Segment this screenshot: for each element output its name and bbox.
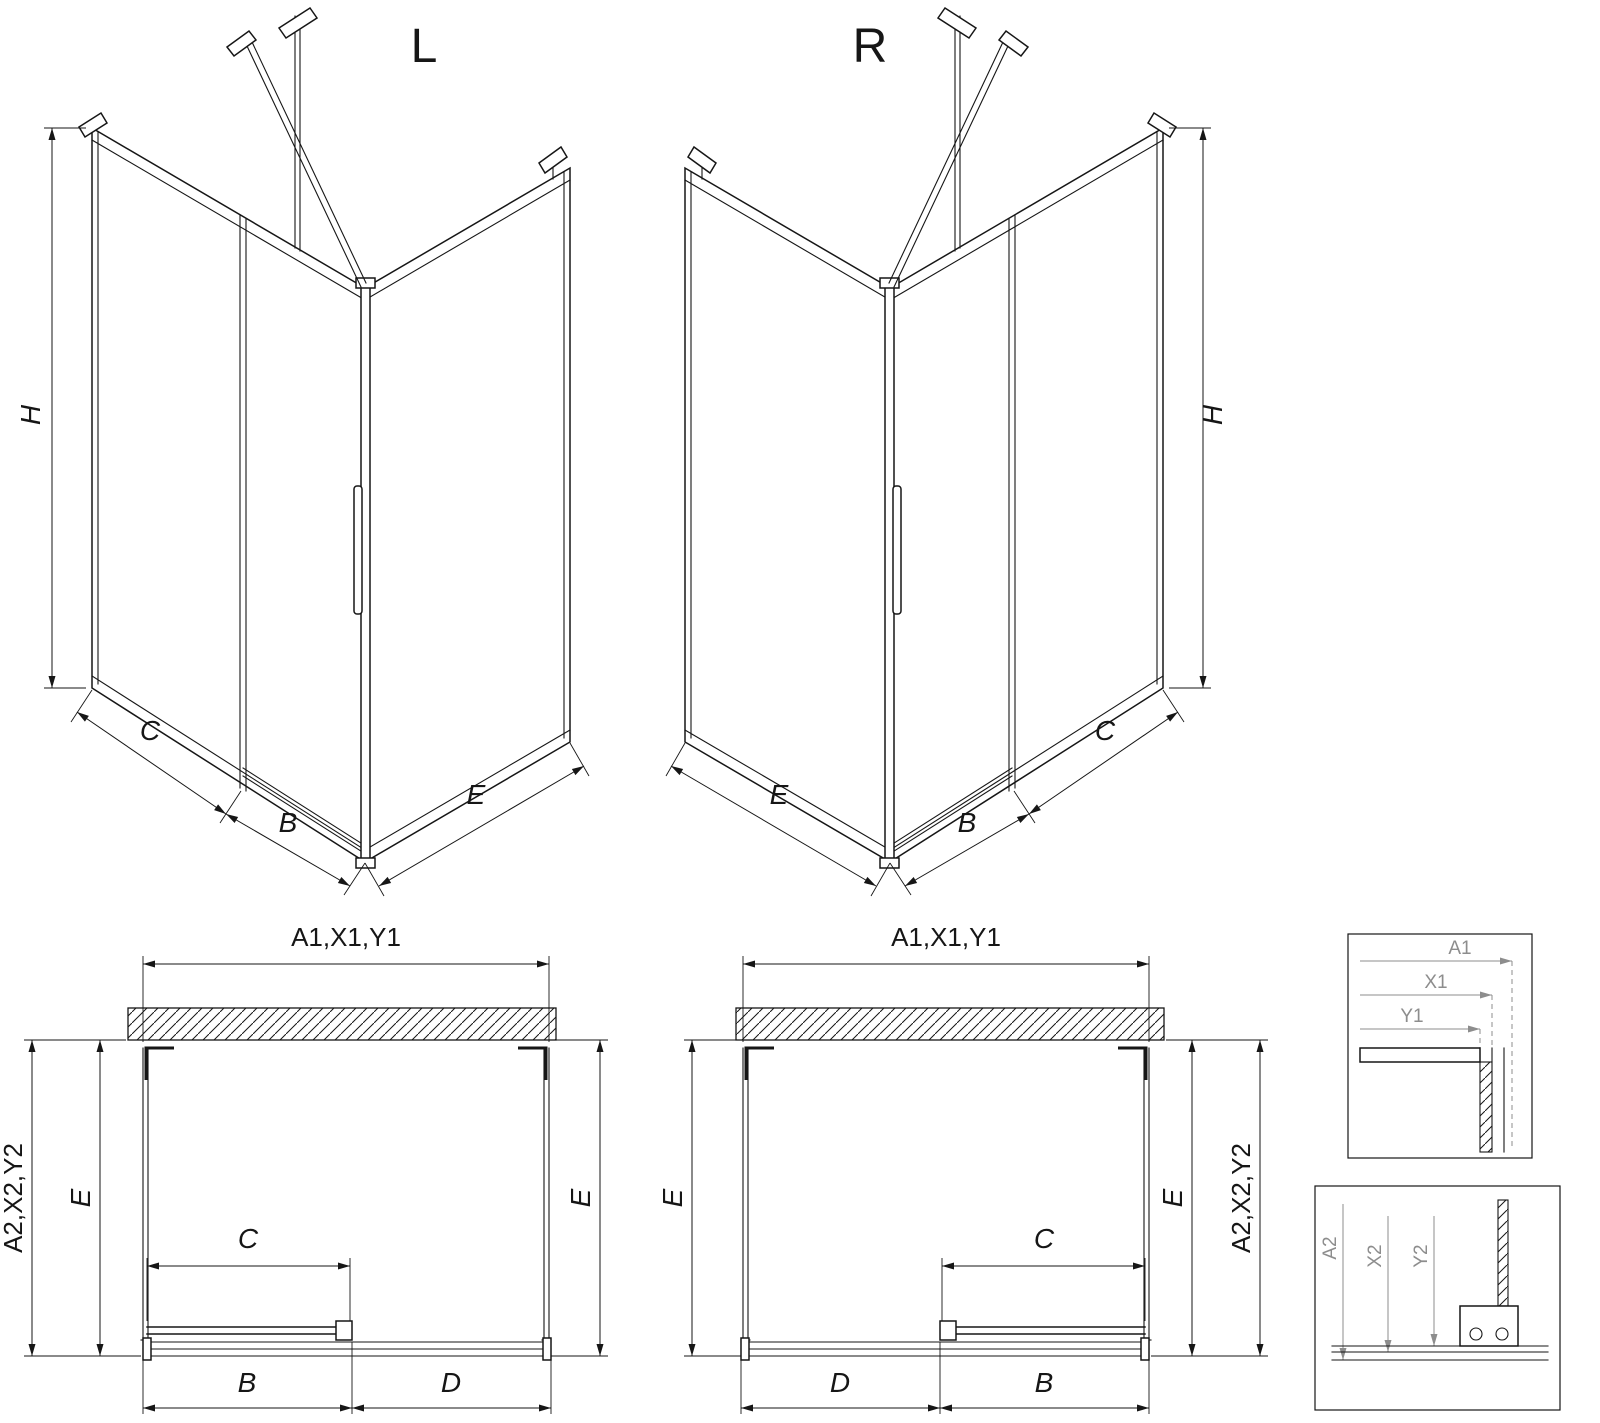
variant-label-left: L	[411, 20, 438, 73]
dim-label-side-left: E	[65, 1188, 96, 1207]
right-front-panel	[889, 126, 1164, 864]
ceiling-bracket	[225, 29, 258, 58]
detail-label-y2: Y2	[1411, 1244, 1432, 1267]
glass-section	[1497, 1199, 1509, 1307]
dim-label-width: A1,X1,Y1	[891, 922, 1001, 952]
left-side-panel	[364, 166, 571, 864]
dim-label-height: H	[1197, 404, 1228, 425]
dim-label-side: E	[467, 779, 486, 810]
door-handle	[353, 485, 363, 615]
door-stopper	[335, 1320, 353, 1341]
plan-view-left: A1,X1,Y1 A2,X2,Y2 E E C B D	[0, 922, 608, 1414]
detail-label-x1: X1	[1424, 972, 1447, 993]
dim-label-door: B	[238, 1367, 257, 1398]
wall-bracket	[1146, 111, 1178, 139]
detail-bottom-profile	[1331, 1199, 1549, 1361]
dim-label-depth: A2,X2,Y2	[0, 1143, 28, 1253]
detail-view-bottom: A2 X2 Y2	[1314, 1185, 1561, 1411]
iso-view-left: H C B E L	[15, 6, 590, 897]
dim-label-fixed: D	[830, 1367, 850, 1398]
plan-left-door	[142, 1320, 552, 1361]
detail-label-a2: A2	[1320, 1236, 1341, 1259]
plan-view-right: A1,X1,Y1 A2,X2,Y2 E E C D B	[657, 922, 1268, 1414]
door-handle	[892, 485, 902, 615]
left-front-panel	[91, 126, 366, 864]
dim-label-depth: A2,X2,Y2	[1226, 1143, 1256, 1253]
wall-bracket	[538, 145, 568, 175]
glass-section	[1479, 1061, 1493, 1153]
wall-profile-bracket	[1118, 1046, 1148, 1080]
detail-label-y1: Y1	[1400, 1006, 1423, 1027]
detail-box	[1347, 933, 1533, 1159]
wall-bracket	[687, 145, 717, 175]
wall-hatch	[127, 1007, 557, 1041]
dim-label-opening: C	[1034, 1223, 1055, 1254]
iso-left-glass-panels	[91, 126, 571, 864]
dim-label-opening: C	[238, 1223, 259, 1254]
dim-label-fixed: C	[140, 715, 161, 746]
dim-label-fixed: C	[1095, 715, 1116, 746]
detail-label-x2: X2	[1365, 1244, 1386, 1267]
iso-right-dimensions: H E B C	[665, 127, 1228, 897]
wall-bracket	[77, 111, 109, 139]
right-side-panel	[684, 166, 891, 864]
dim-label-height: H	[15, 404, 46, 425]
plan-right-door	[740, 1320, 1150, 1361]
roller-carriage	[1459, 1305, 1519, 1347]
ceiling-bracket	[936, 6, 978, 40]
iso-right-support-bars	[687, 6, 1178, 288]
dim-label-side: E	[770, 779, 789, 810]
detail-view-top: A1 X1 Y1	[1347, 933, 1533, 1159]
plan-left-dimensions: A1,X1,Y1 A2,X2,Y2 E E C B D	[0, 922, 608, 1414]
wall-hatch	[735, 1007, 1165, 1041]
track-end-cap	[1140, 1337, 1150, 1361]
wall-profile-bracket	[744, 1046, 774, 1080]
ceiling-bracket	[277, 6, 319, 40]
dim-label-side-right: E	[1157, 1188, 1188, 1207]
detail-top-profile	[1359, 1047, 1505, 1153]
plan-left-glass	[140, 1046, 552, 1341]
plan-right-dimensions: A1,X1,Y1 A2,X2,Y2 E E C D B	[657, 922, 1268, 1414]
roller	[1469, 1327, 1483, 1341]
variant-label-right: R	[853, 20, 888, 73]
dim-label-side-left: E	[657, 1188, 688, 1207]
dim-label-door: B	[958, 807, 977, 838]
dim-label-side-right: E	[565, 1188, 596, 1207]
roller	[1495, 1327, 1509, 1341]
detail-box	[1314, 1185, 1561, 1411]
dim-label-door: B	[1035, 1367, 1054, 1398]
ceiling-bracket	[997, 29, 1030, 58]
dim-label-fixed: D	[441, 1367, 461, 1398]
track-end-cap	[740, 1337, 750, 1361]
plan-right-glass	[740, 1046, 1152, 1341]
wall-profile-bracket	[144, 1046, 174, 1080]
iso-view-right: H E B C R	[665, 6, 1228, 897]
track-end-cap	[542, 1337, 552, 1361]
dim-label-width: A1,X1,Y1	[291, 922, 401, 952]
wall-profile-bracket	[518, 1046, 548, 1080]
track-end-cap	[142, 1337, 152, 1361]
dim-label-door: B	[279, 807, 298, 838]
iso-right-glass-panels	[684, 126, 1164, 864]
detail-label-a1: A1	[1448, 938, 1471, 959]
iso-left-support-bars	[77, 6, 568, 288]
iso-left-dimensions: H C B E	[15, 127, 590, 897]
door-stopper	[939, 1320, 957, 1341]
